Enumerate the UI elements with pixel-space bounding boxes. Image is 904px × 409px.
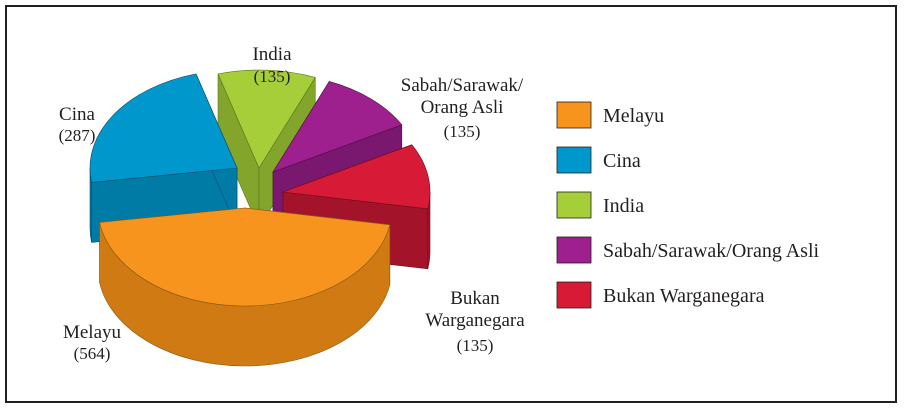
slice-label-layer: Melayu(564) Cina(287) India (135) Sabah/Sara…	[59, 44, 526, 363]
legend-label-india: India	[603, 195, 644, 217]
slice-label-india: India	[252, 44, 292, 65]
slice-bukan-warganegara[interactable]	[282, 144, 431, 210]
slice-label-melayu: Melayu	[63, 322, 122, 343]
legend-swatch-bukan-warganegara	[556, 281, 592, 309]
slice-value-melayu: (564)	[74, 344, 111, 363]
pie-top-layer	[89, 69, 431, 307]
slice-value-india: (135)	[254, 67, 291, 86]
legend-swatch-india	[556, 191, 592, 219]
slice-label-bukan-warganegara: Warganegara	[425, 310, 525, 331]
slice-sabah-sarawak-orang-asli[interactable]	[272, 81, 403, 173]
slice-india[interactable]	[217, 69, 316, 169]
slice-label-sabah-sarawak-orang-asli: Orang Asli	[421, 97, 504, 118]
legend-item-cina: Cina	[556, 146, 641, 174]
legend-swatch-cina	[556, 146, 592, 174]
legend-label-sabah-sarawak-orang-asli: Sabah/Sarawak/Orang Asli	[603, 240, 820, 262]
slice-label-sabah-sarawak-orang-asli: Sabah/Sarawak/	[401, 75, 524, 96]
slice-value-cina: (287)	[59, 126, 96, 145]
legend-label-bukan-warganegara: Bukan Warganegara	[603, 285, 765, 307]
legend-swatch-melayu	[556, 101, 592, 129]
pie-chart: Melayu(564)Cina(287)India(135)Sabah/Sara…	[59, 44, 820, 367]
slice-cina[interactable]	[89, 73, 238, 183]
slice-label-bukan-warganegara: Bukan	[450, 288, 500, 309]
legend-label-cina: Cina	[603, 150, 641, 172]
chart-frame: Melayu(564)Cina(287)India(135)Sabah/Sara…	[5, 5, 897, 403]
slice-value-sabah-sarawak-orang-asli: (135)	[444, 122, 481, 141]
slice-label-cina: Cina	[59, 104, 95, 125]
legend-label-melayu: Melayu	[603, 105, 664, 127]
legend-item-bukan-warganegara: Bukan Warganegara	[556, 281, 765, 309]
legend-item-melayu: Melayu	[556, 101, 664, 129]
legend-swatch-sabah-sarawak-orang-asli	[556, 236, 592, 264]
legend-item-sabah-sarawak-orang-asli: Sabah/Sarawak/Orang Asli	[556, 236, 820, 264]
legend-item-india: India	[556, 191, 644, 219]
slice-melayu[interactable]	[99, 207, 391, 307]
slice-value-bukan-warganegara: (135)	[457, 336, 494, 355]
